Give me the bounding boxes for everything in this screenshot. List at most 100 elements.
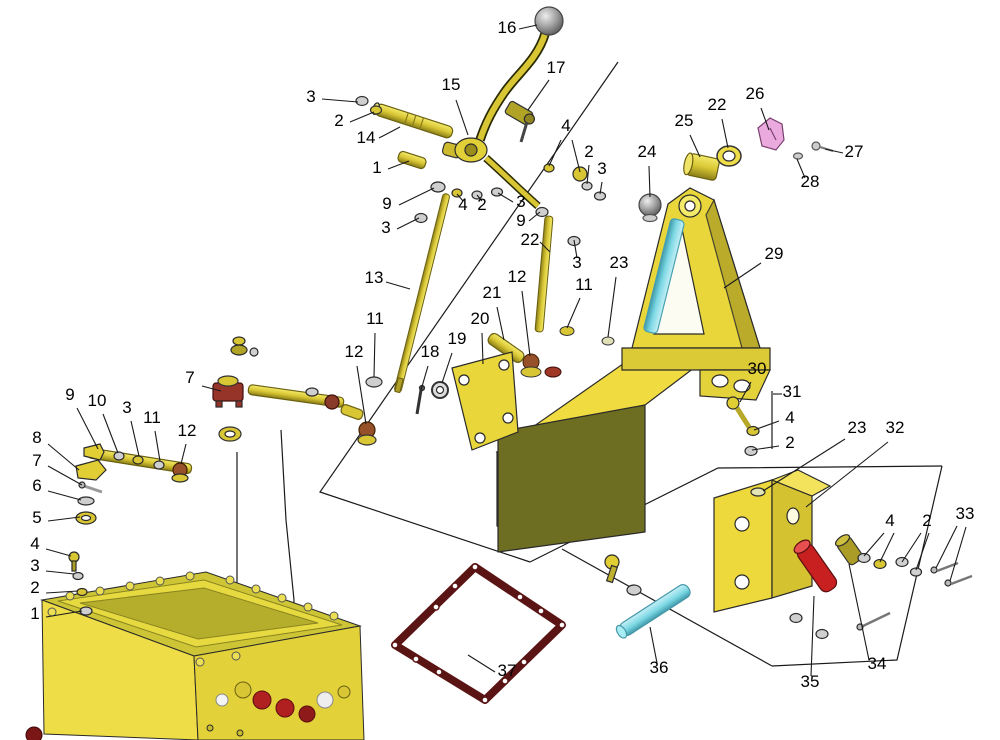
callout-label-28: 28 [801, 172, 820, 191]
callout-label-18: 18 [421, 342, 440, 361]
leader-line [349, 111, 375, 123]
link-21 [487, 332, 525, 364]
center-linkage [212, 336, 383, 446]
latch-26 [757, 117, 785, 151]
leader-line [76, 407, 99, 450]
leader-line [201, 385, 222, 392]
plate-20 [451, 351, 519, 451]
callout-label-9: 9 [65, 385, 74, 404]
washer-23 [601, 336, 615, 346]
callout-label-1: 1 [372, 158, 381, 177]
leader-line [496, 306, 505, 341]
leader-line [571, 139, 581, 173]
leader-line [527, 79, 550, 111]
plate-20-group [415, 332, 525, 451]
leader-line [398, 187, 435, 206]
pin-7 [83, 484, 103, 494]
leader-line [476, 194, 483, 202]
leader-line [47, 443, 80, 471]
leader-line [935, 525, 958, 569]
leader-line [739, 381, 752, 403]
frame-line [771, 465, 943, 667]
leader-line [762, 438, 846, 492]
callout-label-3: 3 [30, 556, 39, 575]
callout-label-23: 23 [848, 418, 867, 437]
callout-label-14: 14 [357, 128, 376, 147]
washer-23b [750, 487, 766, 497]
callout-label-6: 6 [32, 476, 41, 495]
leader-line [45, 590, 79, 594]
leader-line [879, 532, 895, 563]
callout-label-4: 4 [30, 534, 39, 553]
callout-label-2: 2 [785, 433, 794, 452]
leader-line [456, 193, 464, 202]
knob-ball-16 [534, 6, 564, 36]
callout-label-31: 31 [783, 382, 802, 401]
leader-line [130, 420, 140, 457]
leader-line [387, 160, 410, 170]
leader-line [949, 526, 967, 582]
callout-label-27: 27 [845, 142, 864, 161]
leader-line [385, 281, 411, 290]
callout-label-7: 7 [185, 368, 194, 387]
callout-label-7: 7 [32, 451, 41, 470]
leader-line [356, 365, 367, 425]
leader-line [599, 181, 603, 195]
cyan-rod-36 [615, 584, 691, 639]
frame-line [319, 61, 619, 563]
left-rod-assembly [68, 443, 193, 616]
leader-line [863, 532, 885, 557]
pin-1 [397, 150, 427, 170]
washer-4c [746, 425, 760, 437]
bolt-30 [726, 396, 740, 410]
case-front-fittings [25, 681, 351, 740]
leader-line [373, 332, 376, 378]
red-pin-35 [793, 539, 838, 593]
bushing-25 [683, 152, 720, 181]
callout-label-34: 34 [868, 654, 887, 673]
callout-label-3: 3 [381, 218, 390, 237]
leader-line [396, 217, 420, 230]
callout-label-22: 22 [708, 95, 727, 114]
pivot-parts-24-28 [638, 117, 834, 223]
callout-label-12: 12 [178, 421, 197, 440]
leader-line [467, 654, 496, 673]
callout-label-2: 2 [477, 195, 486, 214]
callout-label-3: 3 [516, 192, 525, 211]
callout-label-4: 4 [785, 408, 794, 427]
callout-label-21: 21 [483, 283, 502, 302]
leader-line [649, 626, 658, 664]
clevis-8 [75, 459, 107, 481]
callout-label-2: 2 [30, 578, 39, 597]
leader-line [721, 118, 729, 149]
callout-label-4: 4 [885, 511, 894, 530]
leader-line [47, 465, 83, 486]
right-fasteners [789, 552, 973, 640]
cyan-strut [643, 218, 685, 334]
pin-18 [415, 389, 423, 415]
callout-label-19: 19 [448, 329, 467, 348]
callout-label-8: 8 [32, 428, 41, 447]
leader-line [102, 413, 119, 454]
vertical-link-22 [520, 215, 615, 378]
callout-label-9: 9 [382, 194, 391, 213]
callout-label-23: 23 [610, 253, 629, 272]
leader-line [901, 532, 922, 563]
callout-label-12: 12 [345, 342, 364, 361]
callout-label-9: 9 [516, 211, 525, 230]
leader-line [760, 107, 770, 131]
callout-label-4: 4 [561, 116, 570, 135]
callout-label-2: 2 [584, 142, 593, 161]
callout-label-30: 30 [748, 359, 767, 378]
leader-line [751, 445, 780, 451]
leader-line [539, 241, 551, 253]
leader-line [648, 165, 651, 198]
nut-3 [355, 95, 369, 107]
leader-line [47, 490, 82, 501]
leader-line [607, 276, 617, 338]
leader-line [45, 548, 72, 557]
bushing-34 [835, 534, 864, 566]
leader-line [753, 420, 780, 431]
